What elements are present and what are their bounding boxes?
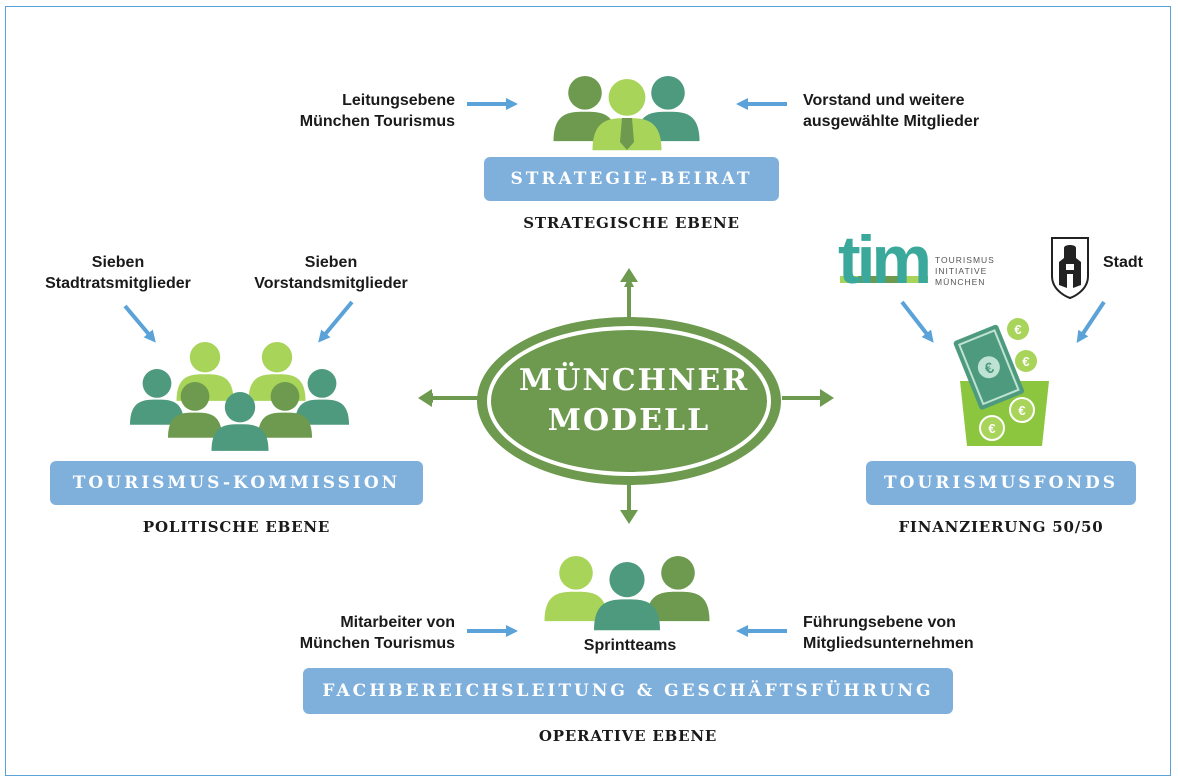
input-arrows bbox=[123, 98, 1106, 637]
people-group-top-icon bbox=[553, 76, 700, 151]
sprintteams-label: Sprintteams bbox=[583, 637, 677, 654]
arrow-right-head bbox=[820, 389, 834, 407]
arrow-left-a bbox=[123, 304, 156, 343]
top-left-label: Leitungsebene München Tourismus bbox=[255, 90, 455, 132]
city-coat-of-arms-icon bbox=[1051, 237, 1089, 300]
strategie-beirat-box: STRATEGIE-BEIRAT bbox=[484, 157, 779, 201]
strategic-level-label: STRATEGISCHE EBENE bbox=[523, 214, 740, 232]
left-label-b-line2: Vorstandsmitglieder bbox=[254, 275, 408, 292]
top-right-label: Vorstand und weitere ausgewählte Mitglie… bbox=[803, 90, 1023, 132]
center-title: MÜNCHNER MODELL bbox=[519, 361, 750, 441]
fund-money-icon: € € € € € bbox=[953, 318, 1049, 446]
tim-logo-text: tim bbox=[838, 222, 932, 298]
political-level-label: POLITISCHE EBENE bbox=[142, 518, 331, 536]
financing-level-label: FINANZIERUNG 50/50 bbox=[898, 518, 1104, 536]
euro-coin-icon: € € € € bbox=[979, 318, 1037, 441]
tim-logo-sub-line1: TOURISMUS bbox=[935, 255, 995, 265]
operative-level-label: OPERATIVE EBENE bbox=[538, 727, 718, 745]
left-label-b-line1: Sieben bbox=[304, 254, 358, 271]
arrow-left-head bbox=[418, 389, 432, 407]
fachbereichsleitung-box: FACHBEREICHSLEITUNG & GESCHÄFTSFÜHRUNG bbox=[303, 668, 953, 714]
tourismus-kommission-box: TOURISMUS-KOMMISSION bbox=[50, 461, 423, 505]
left-label-a: Sieben Stadtratsmitglieder bbox=[38, 252, 198, 294]
left-label-a-line1: Sieben bbox=[91, 254, 145, 271]
tim-logo-subtitle: TOURISMUS INITIATIVE MÜNCHEN bbox=[935, 255, 995, 288]
svg-text:€: € bbox=[1022, 354, 1029, 369]
arrow-up-head bbox=[620, 268, 638, 282]
center-ellipse-outer bbox=[477, 317, 781, 485]
top-right-label-line2: ausgewählte Mitglieder bbox=[803, 113, 980, 130]
top-left-label-line1: Leitungsebene bbox=[342, 92, 455, 109]
bottom-left-label-line1: Mitarbeiter von bbox=[340, 614, 455, 631]
bottom-left-label-line2: München Tourismus bbox=[299, 635, 455, 652]
arrow-right-a bbox=[900, 300, 934, 343]
people-group-left-icon bbox=[130, 342, 349, 451]
tim-logo-sub-line2: INITIATIVE bbox=[935, 266, 988, 276]
center-title-line1: MÜNCHNER bbox=[519, 363, 750, 398]
arrow-left-b bbox=[318, 300, 354, 343]
center-ellipse-ring bbox=[487, 326, 771, 476]
left-label-a-line2: Stadtratsmitglieder bbox=[45, 275, 191, 292]
top-left-label-line2: München Tourismus bbox=[299, 113, 455, 130]
city-label: Stadt bbox=[1103, 254, 1143, 271]
tim-logo-icon bbox=[840, 276, 928, 283]
people-group-bottom-icon bbox=[544, 556, 710, 631]
arrow-right-b bbox=[1076, 300, 1106, 343]
svg-text:€: € bbox=[1018, 403, 1025, 418]
tim-logo-sub-line3: MÜNCHEN bbox=[935, 277, 986, 287]
arrow-down-head bbox=[620, 510, 638, 524]
bottom-right-label-line1: Führungsebene von bbox=[803, 614, 956, 631]
top-right-label-line1: Vorstand und weitere bbox=[803, 92, 965, 109]
left-label-b: Sieben Vorstandsmitglieder bbox=[241, 252, 421, 294]
bottom-right-label: Führungsebene von Mitgliedsunternehmen bbox=[803, 612, 1023, 654]
center-title-line2: MODELL bbox=[547, 403, 711, 438]
svg-text:€: € bbox=[1014, 322, 1021, 337]
svg-text:€: € bbox=[988, 421, 995, 436]
bottom-left-label: Mitarbeiter von München Tourismus bbox=[255, 612, 455, 654]
tourismusfonds-box: TOURISMUSFONDS bbox=[866, 461, 1136, 505]
bottom-right-label-line2: Mitgliedsunternehmen bbox=[803, 635, 974, 652]
